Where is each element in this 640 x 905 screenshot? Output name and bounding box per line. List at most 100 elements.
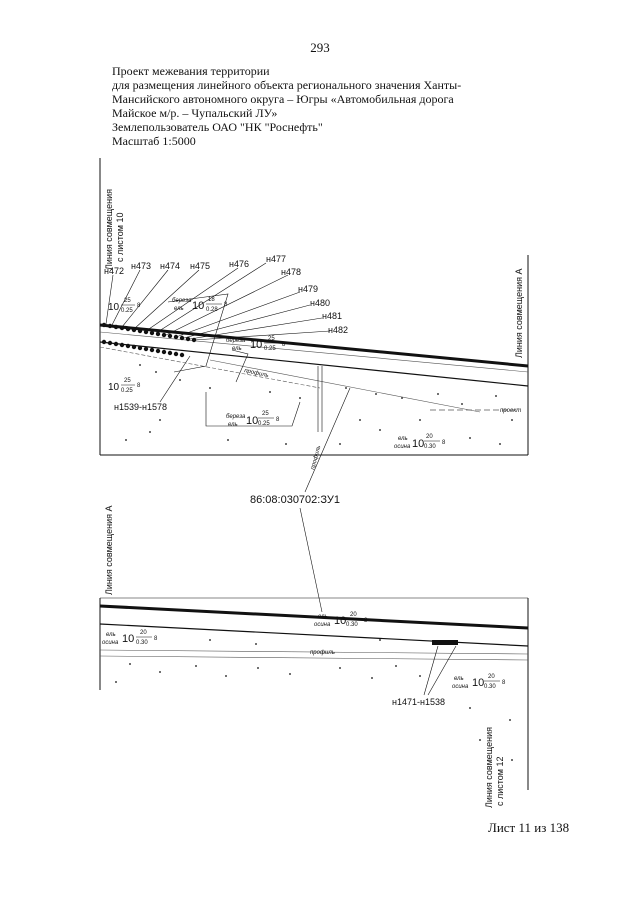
road-boundary-upper <box>99 323 529 368</box>
forest-annotation-small-bottom: 10 25 0.25 8 <box>108 378 141 394</box>
road-boundary-upper-bottom <box>99 604 529 630</box>
bottom-panel: Линия совмещения А Линия совмещения с ли… <box>99 506 529 808</box>
page-number: 293 <box>310 40 330 55</box>
range-label-n1539-n1578: н1539-н1578 <box>114 402 167 412</box>
svg-text:0.25: 0.25 <box>121 388 133 394</box>
vegetation-dots-top <box>125 364 513 445</box>
svg-text:ель: ель <box>454 676 464 682</box>
road-profile-line <box>209 359 481 413</box>
point-label-n479: н479 <box>298 284 318 294</box>
svg-text:10: 10 <box>122 633 134 645</box>
svg-text:8: 8 <box>137 383 141 389</box>
road-profile-line-bottom-2 <box>99 655 529 661</box>
svg-text:береза: береза <box>172 298 192 304</box>
svg-text:0.25: 0.25 <box>264 346 276 352</box>
forest-zone-boundary-1 <box>167 293 229 373</box>
svg-text:10: 10 <box>472 677 484 689</box>
road-axis-thin <box>99 331 529 373</box>
range-label-n1471-n1538: н1471-н1538 <box>392 697 445 707</box>
road-profile-label: профиль <box>244 368 270 379</box>
point-label-n480: н480 <box>310 298 330 308</box>
svg-text:20: 20 <box>350 612 357 618</box>
bottom-right-match-line-label: Линия совмещения <box>484 727 494 808</box>
svg-text:0.30: 0.30 <box>424 444 436 450</box>
svg-text:ель: ель <box>318 614 328 620</box>
svg-text:ель: ель <box>398 436 408 442</box>
svg-text:0.25: 0.25 <box>121 308 133 314</box>
project-label: проект <box>500 408 521 414</box>
svg-text:8: 8 <box>502 680 506 686</box>
forest-annotation-3: береза ель 10 25 0.25 8 <box>226 411 280 428</box>
svg-text:8: 8 <box>364 618 368 624</box>
svg-text:береза: береза <box>226 414 246 420</box>
range-leader-bottom-2 <box>427 645 457 696</box>
svg-text:осина: осина <box>452 684 469 690</box>
point-label-n474: н474 <box>160 261 180 271</box>
svg-text:8: 8 <box>137 303 141 309</box>
svg-text:осина: осина <box>314 622 331 628</box>
svg-text:осина: осина <box>102 640 119 646</box>
point-label-n481: н481 <box>322 311 342 321</box>
header-line-6: Масштаб 1:5000 <box>112 134 196 148</box>
svg-text:8: 8 <box>276 417 280 423</box>
svg-text:20: 20 <box>488 674 495 680</box>
forest-annotation-bottom-1: ель осина 10 20 0.30 8 <box>314 612 368 628</box>
svg-text:0.30: 0.30 <box>346 622 358 628</box>
svg-text:10: 10 <box>412 438 424 450</box>
svg-text:8: 8 <box>224 302 228 308</box>
header-line-2: для размещения линейного объекта региона… <box>112 78 462 92</box>
boundary-points-lower <box>101 339 185 358</box>
point-label-n472: н472 <box>104 266 124 276</box>
boundary-points-upper <box>101 322 197 343</box>
svg-text:0.28: 0.28 <box>206 307 218 313</box>
document-header: Проект межевания территории для размещен… <box>112 64 512 148</box>
svg-text:25: 25 <box>124 378 131 384</box>
header-line-5: Землепользователь ОАО "НК "Роснефть" <box>112 120 323 134</box>
top-left-match-sheet-label: с листом 10 <box>115 212 125 262</box>
svg-text:18: 18 <box>208 297 215 303</box>
svg-text:25: 25 <box>262 411 269 417</box>
top-left-match-line-label: Линия совмещения <box>104 189 114 270</box>
svg-text:20: 20 <box>140 630 147 636</box>
range-leader-top <box>159 355 191 403</box>
point-label-n476: н476 <box>229 259 249 269</box>
dense-points-segment <box>432 640 458 645</box>
forest-zone-boundary-2 <box>205 392 301 427</box>
forest-annotation-bottom-2: ель осина 10 20 0.30 8 <box>102 630 158 646</box>
point-label-n477: н477 <box>266 254 286 264</box>
range-leader-bottom-1 <box>423 645 439 696</box>
forest-annotation-4: ель осина 10 20 0.30 8 <box>394 434 446 450</box>
point-label-n478: н478 <box>281 267 301 277</box>
point-label-n475: н475 <box>190 261 210 271</box>
road-boundary-lower <box>99 341 529 387</box>
svg-text:25: 25 <box>268 336 275 342</box>
svg-text:0.30: 0.30 <box>484 684 496 690</box>
svg-text:8: 8 <box>282 342 286 348</box>
svg-text:10: 10 <box>192 300 204 312</box>
forest-zone-hatch <box>231 349 249 383</box>
header-line-1: Проект межевания территории <box>112 64 270 78</box>
svg-text:ель: ель <box>174 306 184 312</box>
bottom-left-match-line-label: Линия совмещения А <box>104 506 114 595</box>
forest-annotation-1: береза ель 10 18 0.28 8 <box>172 297 228 313</box>
svg-text:береза: береза <box>226 338 246 344</box>
svg-text:25: 25 <box>124 298 131 304</box>
svg-text:10: 10 <box>250 339 262 351</box>
vegetation-dots-bottom <box>115 639 513 761</box>
svg-text:8: 8 <box>442 440 446 446</box>
svg-text:ель: ель <box>106 632 116 638</box>
parcel-leader-up <box>304 387 351 493</box>
svg-text:8: 8 <box>154 636 158 642</box>
point-leader-lines <box>105 262 331 341</box>
point-label-n473: н473 <box>131 261 151 271</box>
svg-text:10: 10 <box>108 302 120 313</box>
road-profile-line-bottom <box>99 649 529 655</box>
svg-text:10: 10 <box>246 415 258 427</box>
road-dashed-line <box>99 346 321 389</box>
sheet-number: Лист 11 из 138 <box>488 820 570 835</box>
parcel-cadastral-number: 86:08:030702:ЗУ1 <box>250 494 340 506</box>
svg-text:10: 10 <box>108 382 120 393</box>
svg-text:ель: ель <box>228 422 238 428</box>
top-panel: Линия совмещения с листом 10 Линия совме… <box>99 158 529 471</box>
